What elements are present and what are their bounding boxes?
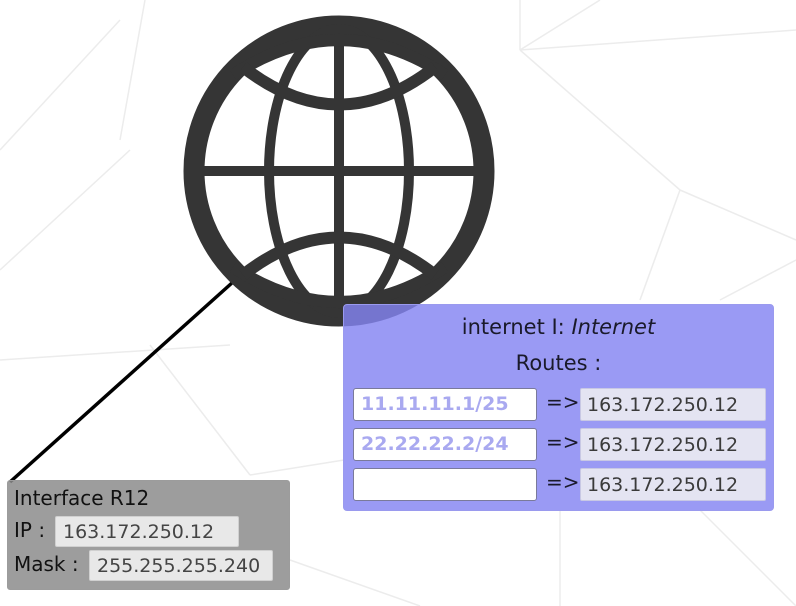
router-panel[interactable]: internet I: Internet Routes : 11.11.11.1… — [343, 304, 774, 511]
ip-label: IP : — [14, 518, 46, 542]
route-destination-input[interactable]: 22.22.22.2/24 — [353, 428, 537, 461]
interface-title: Interface R12 — [14, 486, 150, 510]
ip-value: 163.172.250.12 — [55, 516, 239, 547]
mask-value: 255.255.255.240 — [89, 550, 273, 581]
globe-icon[interactable] — [183, 15, 495, 327]
router-type: Internet — [571, 315, 656, 339]
route-destination-input[interactable] — [353, 468, 537, 501]
route-gateway: 163.172.250.12 — [580, 388, 766, 421]
route-gateway: 163.172.250.12 — [580, 428, 766, 461]
route-destination-input[interactable]: 11.11.11.1/25 — [353, 388, 537, 421]
route-row: => 163.172.250.12 — [353, 468, 767, 502]
route-gateway: 163.172.250.12 — [580, 468, 766, 501]
route-arrow: => — [546, 430, 580, 454]
router-name: internet I: — [461, 315, 572, 339]
route-arrow: => — [546, 390, 580, 414]
route-row: 22.22.22.2/24 => 163.172.250.12 — [353, 428, 767, 462]
mask-label: Mask : — [14, 552, 79, 576]
routes-label: Routes : — [515, 351, 602, 375]
route-row: 11.11.11.1/25 => 163.172.250.12 — [353, 388, 767, 422]
route-arrow: => — [546, 470, 580, 494]
interface-panel[interactable]: Interface R12 IP : 163.172.250.12 Mask :… — [7, 480, 290, 590]
router-title: internet I: Internet — [344, 315, 773, 339]
